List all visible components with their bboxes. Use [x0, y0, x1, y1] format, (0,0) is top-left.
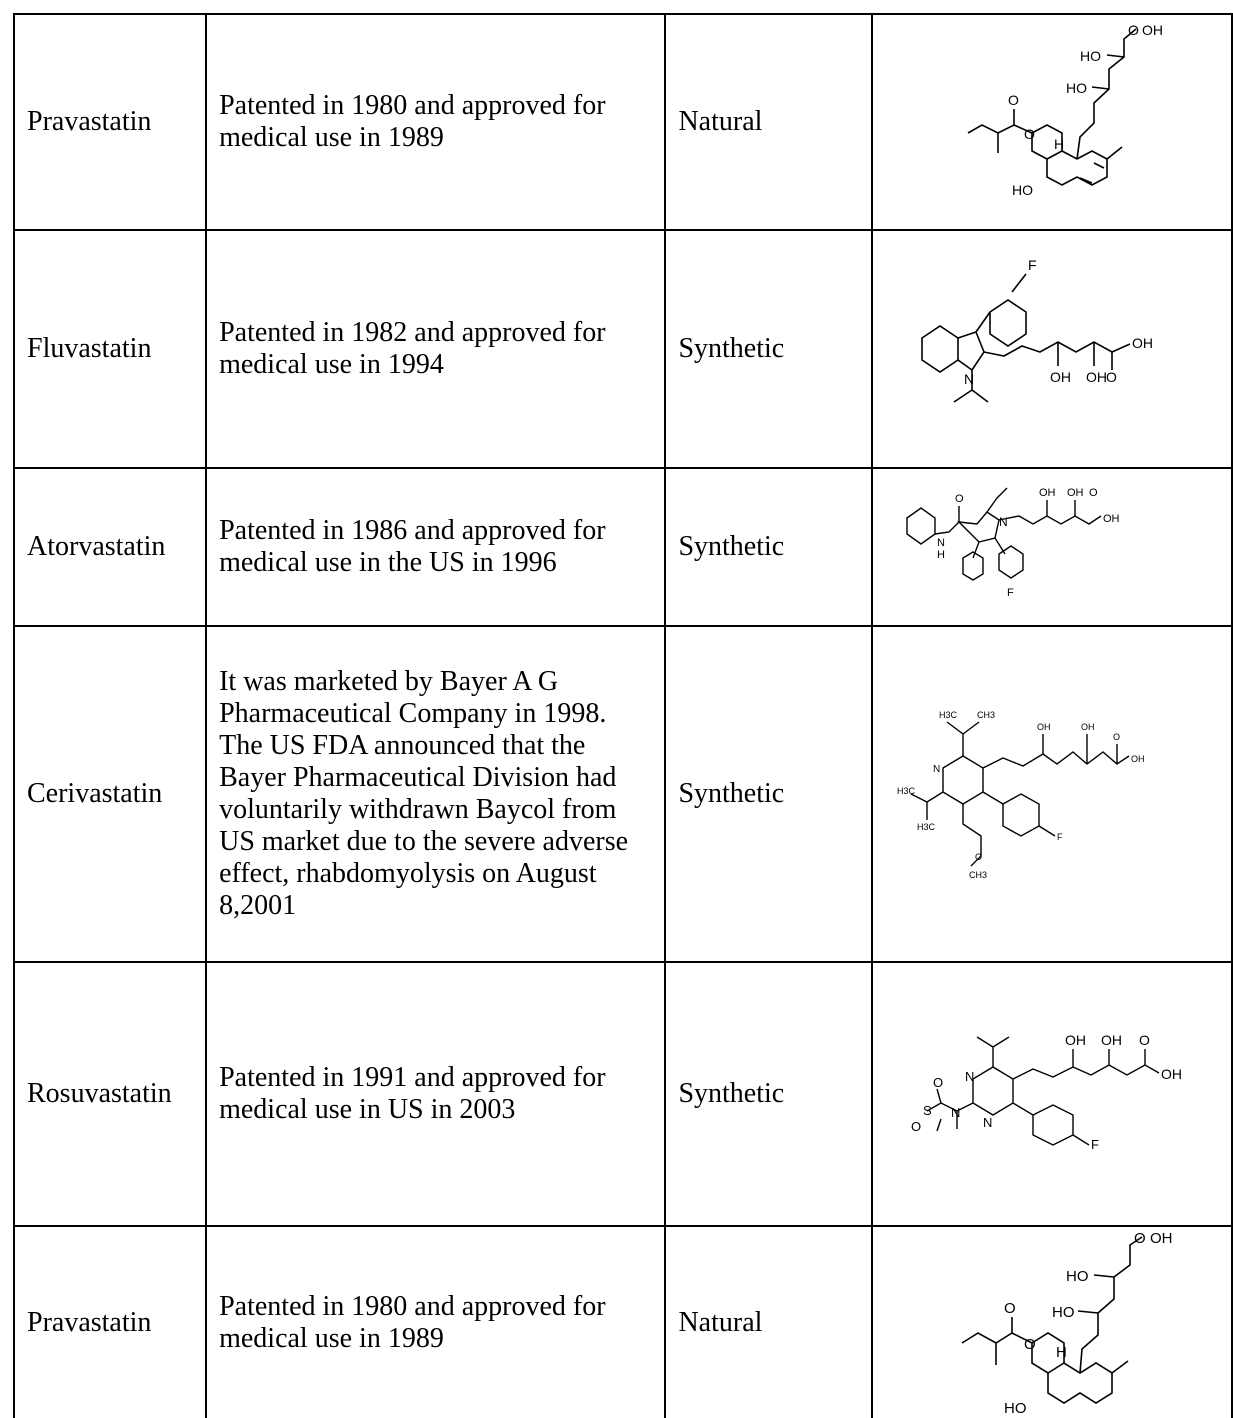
- structure-label: OH: [1050, 369, 1071, 385]
- drug-name-cell: Atorvastatin: [12, 467, 208, 627]
- structure-label: O: [1004, 1300, 1016, 1317]
- structure-label: OH: [1037, 722, 1051, 732]
- structure-label: H: [1056, 1344, 1067, 1361]
- drug-name-cell: Pravastatin: [12, 1225, 208, 1418]
- drug-name-cell: Cerivastatin: [12, 625, 208, 963]
- history-cell: It was marketed by Bayer A G Pharmaceuti…: [205, 625, 667, 963]
- table-row: Rosuvastatin Patented in 1991 and approv…: [12, 961, 1233, 1227]
- structure-label: HO: [1066, 1268, 1089, 1285]
- table-row: Fluvastatin Patented in 1982 and approve…: [12, 229, 1233, 469]
- structure-label: S: [923, 1103, 932, 1118]
- structure-label: F: [1028, 257, 1037, 273]
- structure-label: OH: [1039, 487, 1056, 499]
- structure-cell: OH OH O OH N N O S O N F: [871, 961, 1233, 1227]
- structure-label: O: [975, 852, 982, 862]
- structure-label: OH: [1103, 513, 1120, 525]
- structure-label: O: [911, 1119, 921, 1134]
- structure-label: OH: [1161, 1066, 1182, 1082]
- origin-cell: Synthetic: [664, 229, 874, 469]
- structure-cell: O OH HO HO O O H HO: [871, 1225, 1233, 1418]
- drug-name-cell: Rosuvastatin: [12, 961, 208, 1227]
- structure-label: OH: [1086, 369, 1107, 385]
- structure-label: H3C: [897, 786, 916, 796]
- origin-cell: Synthetic: [664, 467, 874, 627]
- history-cell: Patented in 1986 and approved for medica…: [205, 467, 667, 627]
- structure-label: O: [1106, 369, 1117, 385]
- origin-cell: Natural: [664, 13, 874, 231]
- structure-label: H: [1054, 136, 1064, 152]
- structure-label: OH: [1065, 1032, 1086, 1048]
- drug-name-cell: Pravastatin: [12, 13, 208, 231]
- structure-label: O: [933, 1075, 943, 1090]
- table-row: Atorvastatin Patented in 1986 and approv…: [12, 467, 1233, 627]
- structure-label: O: [1139, 1032, 1150, 1048]
- origin-cell: Synthetic: [664, 625, 874, 963]
- structure-label: O: [1089, 487, 1098, 499]
- cerivastatin-structure-image: H3C CH3 OH OH O OH N H3C H3C O CH3 F: [897, 710, 1145, 880]
- structure-cell: O OH HO HO O O H HO: [871, 13, 1233, 231]
- drug-name-cell: Fluvastatin: [12, 229, 208, 469]
- structure-cell: H3C CH3 OH OH O OH N H3C H3C O CH3 F: [871, 625, 1233, 963]
- structure-cell: F N OH OH OH O: [871, 229, 1233, 469]
- statin-table: Pravastatin Patented in 1980 and approve…: [12, 13, 1233, 1418]
- structure-label: OH: [1150, 1230, 1173, 1247]
- structure-label: F: [1057, 832, 1063, 842]
- structure-label: CH3: [969, 870, 987, 880]
- structure-label: HO: [1066, 80, 1087, 96]
- structure-label: OH: [1131, 754, 1145, 764]
- structure-label: HO: [1052, 1304, 1075, 1321]
- structure-label: N: [937, 537, 945, 549]
- structure-label: CH3: [977, 710, 995, 720]
- rosuvastatin-structure-image: OH OH O OH N N O S O N F: [911, 1032, 1182, 1152]
- structure-label: O: [955, 493, 964, 505]
- history-cell: Patented in 1991 and approved for medica…: [205, 961, 667, 1227]
- atorvastatin-structure-image: O N H N OH OH O OH F: [906, 487, 1120, 599]
- table-row: Pravastatin Patented in 1980 and approve…: [12, 13, 1233, 231]
- origin-cell: Synthetic: [664, 961, 874, 1227]
- structure-label: O: [1008, 92, 1019, 108]
- structure-label: N: [999, 515, 1008, 529]
- structure-label: HO: [1080, 48, 1101, 64]
- history-cell: Patented in 1980 and approved for medica…: [205, 1225, 667, 1418]
- history-cell: Patented in 1980 and approved for medica…: [205, 13, 667, 231]
- structure-label: O: [1128, 22, 1139, 38]
- structure-label: H3C: [917, 822, 936, 832]
- structure-label: O: [1134, 1230, 1146, 1247]
- structure-label: N: [964, 371, 974, 387]
- table-row: Cerivastatin It was marketed by Bayer A …: [12, 625, 1233, 963]
- structure-label: N: [933, 764, 940, 775]
- structure-label: O: [1113, 732, 1120, 742]
- pravastatin-structure-image: O OH HO HO O O H HO: [961, 1230, 1173, 1417]
- structure-label: HO: [1004, 1400, 1027, 1417]
- structure-label: HO: [1012, 182, 1033, 198]
- structure-label: N: [965, 1069, 974, 1084]
- structure-label: H: [937, 549, 945, 561]
- history-cell: Patented in 1982 and approved for medica…: [205, 229, 667, 469]
- pravastatin-structure-image: O OH HO HO O O H HO: [967, 22, 1163, 198]
- structure-cell: O N H N OH OH O OH F: [871, 467, 1233, 627]
- structure-label: OH: [1142, 22, 1163, 38]
- structure-label: N: [983, 1115, 992, 1130]
- structure-label: F: [1091, 1137, 1099, 1152]
- structure-label: O: [1024, 126, 1035, 142]
- structure-label: N: [951, 1105, 960, 1120]
- structure-label: H3C: [939, 710, 958, 720]
- structure-label: OH: [1067, 487, 1084, 499]
- origin-cell: Natural: [664, 1225, 874, 1418]
- structure-label: O: [1024, 1336, 1036, 1353]
- table-row: Pravastatin Patented in 1980 and approve…: [12, 1225, 1233, 1418]
- structure-label: OH: [1081, 722, 1095, 732]
- structure-label: OH: [1101, 1032, 1122, 1048]
- fluvastatin-structure-image: F N OH OH OH O: [921, 257, 1153, 403]
- structure-label: OH: [1132, 335, 1153, 351]
- structure-label: F: [1007, 587, 1014, 599]
